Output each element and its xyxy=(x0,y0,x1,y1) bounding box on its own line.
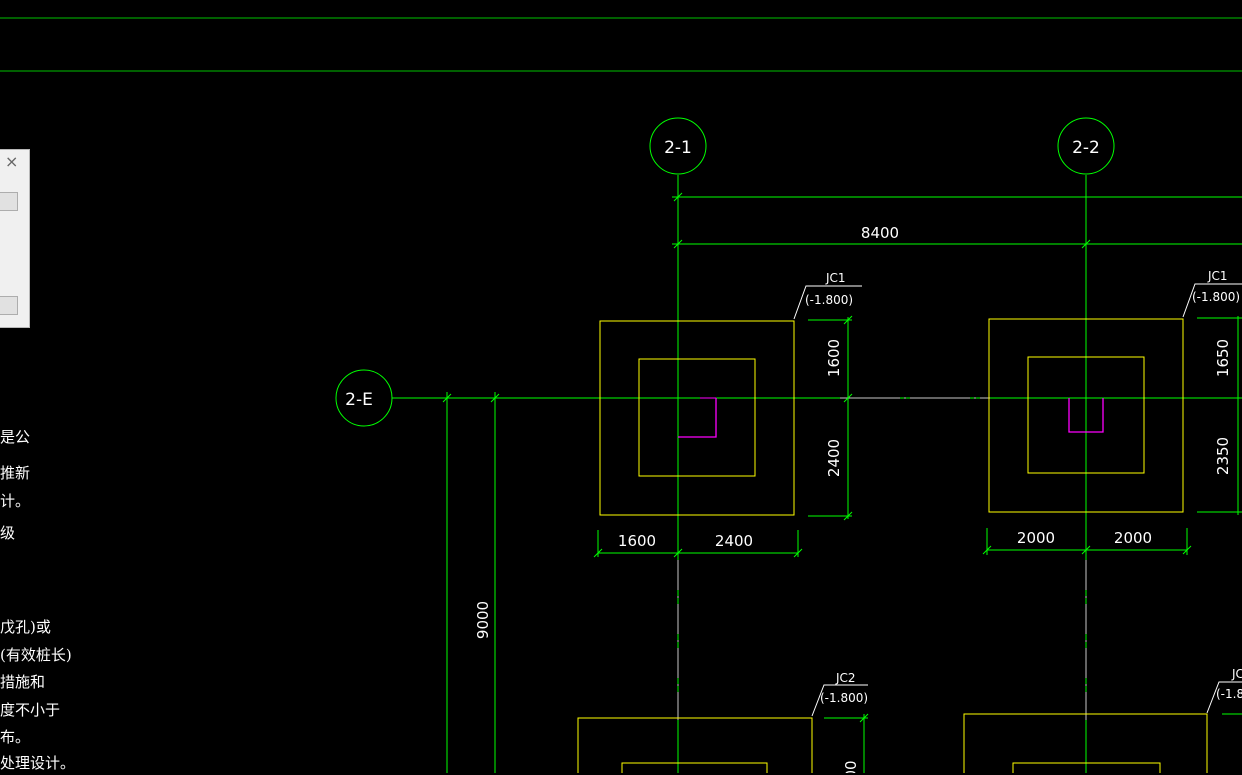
jc1-left-name: JC1 xyxy=(825,271,846,285)
jc1-right-name: JC1 xyxy=(1207,269,1228,283)
note-line: 是公 xyxy=(0,428,31,446)
footing-jc1-left[interactable] xyxy=(599,320,795,516)
axis-bubble-2-2: 2-2 xyxy=(1057,117,1115,175)
jc1-left-dim-y1: 1600 xyxy=(825,339,843,377)
svg-text:2-E: 2-E xyxy=(345,390,373,410)
dim-9000-label: 9000 xyxy=(474,601,492,639)
dialog-button[interactable] xyxy=(0,192,18,211)
dialog-button[interactable] xyxy=(0,296,18,315)
jc1-left-dim-x2: 2400 xyxy=(715,532,753,550)
jc-right-name: JC xyxy=(1231,667,1242,681)
jc1-right-dim-y2: 2350 xyxy=(1214,437,1232,475)
note-line: 措施和 xyxy=(0,673,46,691)
close-icon[interactable]: × xyxy=(5,152,19,171)
jc1-right-dim-x2: 2000 xyxy=(1114,529,1152,547)
jc1-left-elevation: (-1.800) xyxy=(805,293,853,307)
jc1-left-leader xyxy=(793,285,862,320)
svg-text:2-2: 2-2 xyxy=(1072,138,1100,158)
jc2-left-leader xyxy=(811,684,868,717)
note-line: 计。 xyxy=(0,492,31,510)
note-line: 处理设计。 xyxy=(0,754,76,772)
jc1-right-dim-y1: 1650 xyxy=(1214,339,1232,377)
jc1-right-elevation: (-1.800) xyxy=(1192,290,1240,304)
jc-right-elevation: (-1.8 xyxy=(1216,687,1242,701)
note-line: (有效桩长) xyxy=(0,646,72,664)
jc1-left-dims xyxy=(593,315,853,558)
footing-jc2-left[interactable] xyxy=(577,717,813,773)
floating-dialog[interactable]: × xyxy=(0,149,30,328)
jc1-right-leader xyxy=(1182,283,1242,318)
jc1-left-dim-y2: 2400 xyxy=(825,439,843,477)
note-line: 级 xyxy=(0,524,16,542)
axis-bubble-2-1: 2-1 xyxy=(649,117,707,175)
jc2-left-dims xyxy=(824,713,869,773)
jc2-left-elevation: (-1.800) xyxy=(820,691,868,705)
dim-8400-label: 8400 xyxy=(861,224,899,242)
svg-text:2-1: 2-1 xyxy=(664,138,692,158)
footing-jc-right-partial[interactable] xyxy=(963,713,1208,773)
dimension-8400 xyxy=(672,192,1242,249)
jc1-right-dim-x1: 2000 xyxy=(1017,529,1055,547)
dimension-9000 xyxy=(442,393,500,403)
jc1-right-dims xyxy=(982,316,1242,555)
jc2-left-name: JC2 xyxy=(835,671,856,685)
note-line: 推新 xyxy=(0,464,31,482)
note-line: 戊孔)或 xyxy=(0,618,51,636)
grid-lines xyxy=(392,175,1242,773)
jc-right-leader xyxy=(1206,681,1242,714)
design-notes: 是公 推新 计。 级 戊孔)或 (有效桩长) 措施和 度不小于 布。 处理设计。 xyxy=(0,425,75,772)
note-line: 度不小于 xyxy=(0,701,61,719)
jc2-left-dim-partial: 00 xyxy=(842,760,860,773)
axis-bubble-2-E: 2-E xyxy=(335,369,393,427)
jc1-left-dim-x1: 1600 xyxy=(618,532,656,550)
center-line-dashes xyxy=(677,397,1087,720)
note-line: 布。 xyxy=(0,728,31,746)
footing-jc1-right[interactable] xyxy=(988,318,1184,513)
